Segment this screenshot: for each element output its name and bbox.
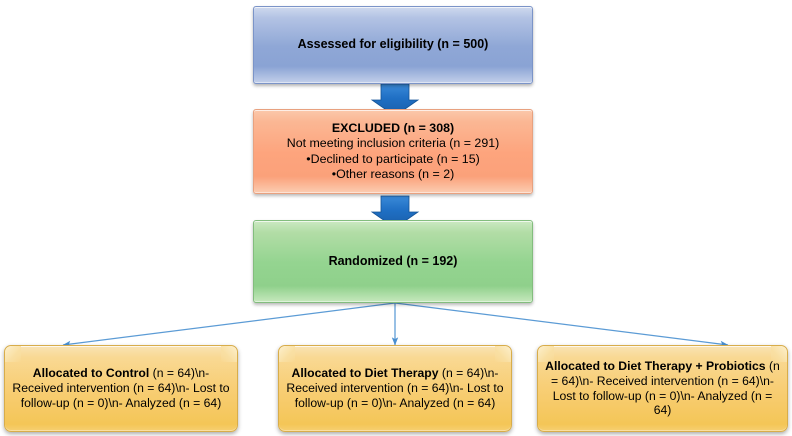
node-arm-control[interactable]: Allocated to Control (n = 64)\n- Receive…: [4, 345, 238, 432]
node-arm-diet-lead: Allocated to Diet Therapy: [291, 366, 439, 381]
node-excluded-line-1: Not meeting inclusion criteria (n = 291): [286, 136, 500, 151]
node-excluded-title: EXCLUDED (n = 308): [331, 121, 455, 136]
node-excluded-line-3: •Other reasons (n = 2): [331, 166, 455, 181]
node-arm-control-lead: Allocated to Control: [32, 366, 150, 381]
node-excluded[interactable]: EXCLUDED (n = 308) Not meeting inclusion…: [253, 109, 533, 194]
node-arm-diet-probiotics-lead: Allocated to Diet Therapy + Probiotics: [545, 358, 766, 373]
node-randomized[interactable]: Randomized (n = 192): [253, 220, 533, 303]
node-arm-diet-detail: (n = 64)\n- Received intervention (n = 6…: [286, 366, 504, 410]
branch-arrow-diet-probiotics: [394, 302, 729, 348]
branch-arrow-control: [62, 302, 396, 348]
branch-arrows: [62, 302, 729, 348]
node-arm-control-detail: (n = 64)\n- Received intervention (n = 6…: [12, 366, 230, 410]
node-arm-diet-therapy[interactable]: Allocated to Diet Therapy (n = 64)\n- Re…: [278, 345, 512, 432]
node-assessed-for-eligibility[interactable]: Assessed for eligibility (n = 500): [253, 6, 533, 84]
node-excluded-line-2: •Declined to participate (n = 15): [306, 151, 480, 166]
node-assessed-label: Assessed for eligibility (n = 500): [297, 37, 489, 52]
node-randomized-label: Randomized (n = 192): [328, 253, 458, 268]
node-arm-diet-probiotics[interactable]: Allocated to Diet Therapy + Probiotics (…: [537, 345, 788, 432]
node-arm-diet-probiotics-detail: (n = 64)\n- Received intervention (n = 6…: [551, 358, 780, 418]
